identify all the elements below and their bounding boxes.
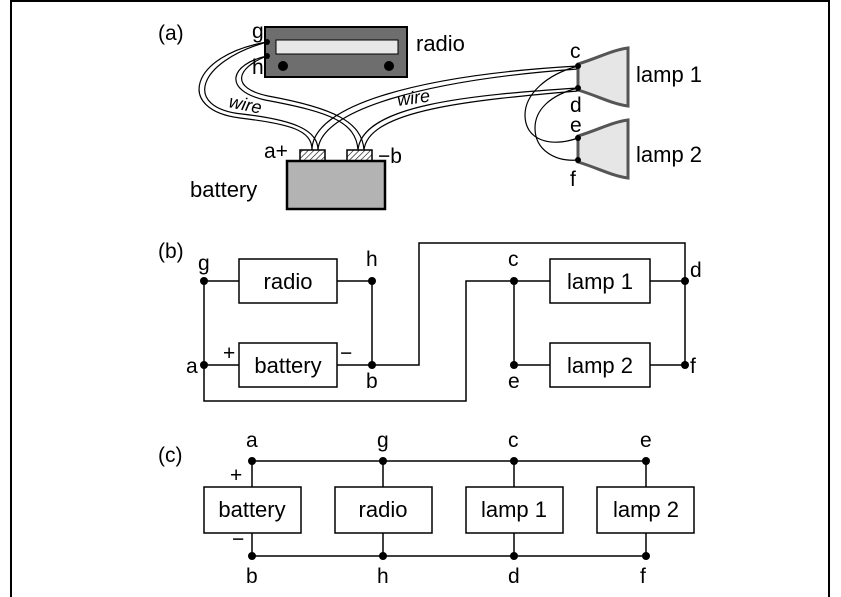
battery-label: battery bbox=[190, 177, 257, 202]
lamp1-node-d: d bbox=[570, 94, 582, 117]
schematic-battery-label: battery bbox=[254, 353, 321, 378]
schematic-minus: − bbox=[340, 342, 352, 365]
lamp2-label: lamp 2 bbox=[636, 142, 702, 167]
wire-label-right: wire bbox=[396, 86, 431, 110]
panel-b-text: (b) radio battery lamp 1 lamp 2 + − g h … bbox=[158, 240, 702, 393]
schematic-node-b: b bbox=[366, 370, 378, 393]
battery-device bbox=[285, 149, 387, 211]
parallel-plus: + bbox=[230, 464, 242, 487]
parallel-radio-label: radio bbox=[359, 497, 408, 522]
parallel-top-c: c bbox=[508, 429, 519, 452]
schematic-node-g: g bbox=[198, 252, 210, 275]
battery-terminal-pos bbox=[299, 149, 326, 162]
panel-c-boxes bbox=[203, 457, 695, 560]
schematic-node-d: d bbox=[690, 259, 702, 282]
schematic-node-f: f bbox=[690, 355, 696, 378]
parallel-top-a: a bbox=[246, 429, 258, 452]
radio-knob-right bbox=[384, 61, 394, 71]
parallel-bot-f: f bbox=[640, 565, 646, 588]
parallel-bot-b: b bbox=[246, 565, 258, 588]
panel-c-text: (c) battery radio lamp 1 lamp 2 + − a g … bbox=[158, 429, 679, 588]
parallel-battery-label: battery bbox=[218, 497, 285, 522]
parallel-battery-box bbox=[203, 486, 302, 534]
lamp2-node-e: e bbox=[570, 114, 582, 137]
parallel-bot-d: d bbox=[508, 565, 520, 588]
schematic-node-e: e bbox=[508, 370, 520, 393]
schematic-lamp2-box bbox=[549, 342, 651, 388]
parallel-lamp1-label: lamp 1 bbox=[481, 497, 547, 522]
lamp1-device bbox=[575, 46, 630, 108]
schematic-radio-box bbox=[238, 258, 338, 304]
radio-knob-left bbox=[278, 61, 288, 71]
radio-dial bbox=[275, 39, 399, 55]
radio-label: radio bbox=[416, 31, 465, 56]
schematic-plus: + bbox=[223, 342, 235, 365]
parallel-radio-box bbox=[334, 486, 433, 534]
wire-g-to-a bbox=[198, 41, 313, 151]
panel-a-pictorial: (a) radio g h a+ −b battery wire bbox=[158, 20, 702, 211]
radio-device bbox=[264, 26, 408, 78]
panel-c-label: (c) bbox=[158, 444, 183, 467]
wire-label-left: wire bbox=[227, 91, 263, 117]
parallel-top-e: e bbox=[640, 429, 652, 452]
schematic-lamp1-box bbox=[549, 258, 651, 304]
schematic-node-a: a bbox=[186, 355, 198, 378]
panel-b-schematic bbox=[203, 242, 686, 402]
lamp1-node-c: c bbox=[570, 40, 581, 63]
lamp1-label: lamp 1 bbox=[636, 62, 702, 87]
lamp2-device bbox=[575, 118, 630, 180]
wire-a-to-c bbox=[311, 65, 579, 151]
parallel-top-g: g bbox=[377, 429, 389, 452]
panel-b-boxes bbox=[200, 258, 689, 388]
figure-border bbox=[10, 0, 830, 597]
parallel-lamp2-box bbox=[596, 486, 695, 534]
schematic-radio-label: radio bbox=[264, 269, 313, 294]
schematic-node-c: c bbox=[508, 248, 519, 271]
lamp2-node-f: f bbox=[570, 168, 576, 191]
parallel-minus: − bbox=[232, 528, 244, 551]
wire-h-to-b bbox=[235, 55, 359, 151]
battery-terminal-neg bbox=[346, 149, 373, 162]
schematic-lamp1-label: lamp 1 bbox=[567, 269, 633, 294]
battery-terminal-pos-label: a+ bbox=[264, 140, 288, 163]
schematic-lamp2-label: lamp 2 bbox=[567, 353, 633, 378]
parallel-bot-h: h bbox=[377, 565, 389, 588]
panel-b-label: (b) bbox=[158, 240, 184, 263]
parallel-lamp2-label: lamp 2 bbox=[613, 497, 679, 522]
panel-c-parallel bbox=[251, 460, 647, 557]
schematic-node-h: h bbox=[366, 248, 378, 271]
battery-terminal-neg-label: −b bbox=[378, 145, 402, 168]
parallel-lamp1-box bbox=[465, 486, 564, 534]
panel-a-label: (a) bbox=[158, 22, 184, 45]
radio-node-h: h bbox=[252, 56, 264, 79]
radio-node-g: g bbox=[252, 20, 264, 43]
wire-b-to-d bbox=[357, 87, 579, 151]
schematic-battery-box bbox=[238, 342, 338, 388]
